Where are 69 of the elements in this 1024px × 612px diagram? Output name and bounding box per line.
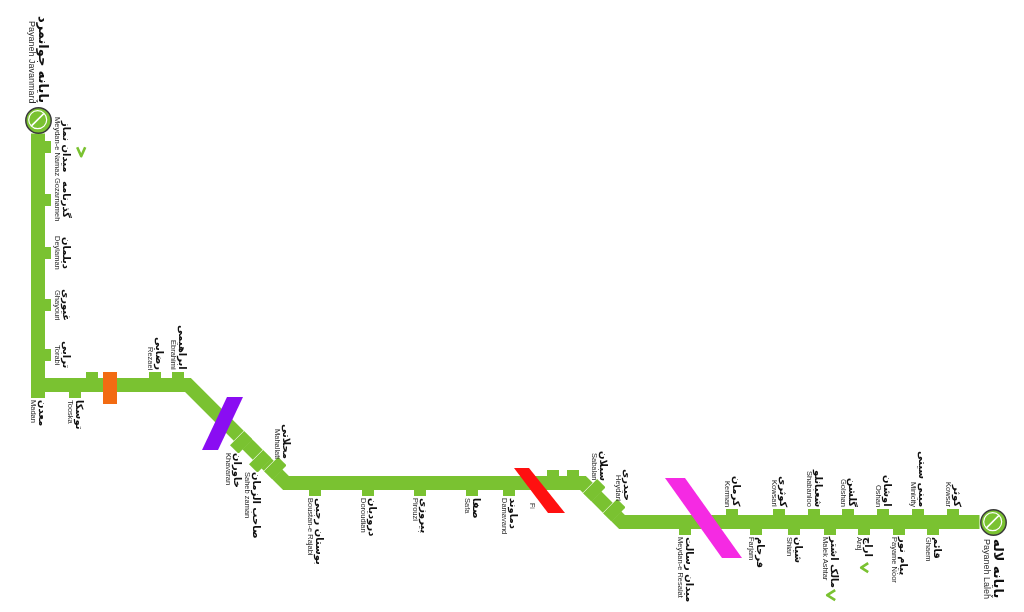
station-name: بوستان رجبی <box>313 498 325 565</box>
station-name: محلاتی <box>280 423 292 459</box>
station-name: کرمان <box>730 476 742 507</box>
station-name: میدان نماز <box>61 121 73 173</box>
route-line <box>181 378 244 441</box>
route-line <box>691 515 726 529</box>
route-line <box>576 476 593 493</box>
route-line <box>905 515 912 529</box>
station-name: معدن <box>36 400 48 427</box>
route-line <box>242 439 263 460</box>
station-name: گلشن <box>846 477 858 507</box>
station-name: کوثری <box>777 475 789 507</box>
route-line <box>161 378 172 392</box>
station-name: فرجام <box>754 537 766 569</box>
route-line <box>591 491 613 513</box>
station-name: پایانه لاله <box>991 538 1006 598</box>
station-name: صفا <box>470 498 482 519</box>
route-line <box>81 378 86 392</box>
route-line <box>31 133 45 141</box>
route-line <box>272 469 309 490</box>
station-name: مینی سیتی <box>916 450 928 507</box>
station-name: گذرنامه <box>61 181 73 219</box>
station-name: شیان <box>792 537 804 564</box>
route-line <box>31 361 45 378</box>
station-name: اوشان <box>881 475 893 507</box>
station-name: کوثر <box>951 484 963 507</box>
station-name: غیوری <box>61 288 73 322</box>
route-line <box>98 378 149 392</box>
route-line <box>800 515 808 529</box>
route-line <box>611 511 679 529</box>
route-line <box>478 476 503 490</box>
station-name: مالک اشتر <box>828 537 840 588</box>
station-name: رضایی <box>153 336 165 370</box>
route-line <box>31 311 45 349</box>
station-name: پیروزی <box>418 498 430 534</box>
station-name: درودیان <box>366 498 378 537</box>
station-name: صاحب الزمان <box>251 472 263 539</box>
route-line <box>374 476 414 490</box>
route-line <box>939 515 947 529</box>
station-name: ابراهیمی <box>176 325 188 370</box>
route-line <box>321 476 362 490</box>
route-line <box>31 153 45 194</box>
station-name: قائم <box>931 537 943 559</box>
romanized-name: Payaneh Javanmard <box>25 20 36 104</box>
station-name: دیلمان <box>61 237 73 269</box>
station-name: سبلان <box>597 450 609 481</box>
station-name: پیام نور <box>897 537 909 576</box>
station-name: خاوران <box>232 453 244 489</box>
station-name: حیدری <box>621 468 633 501</box>
route-line <box>836 515 842 529</box>
station-name: میدان رسالت <box>683 537 695 603</box>
route-line <box>515 476 547 490</box>
route-line <box>45 378 69 392</box>
station-name: شعبانلو <box>812 469 824 507</box>
station-tick <box>547 470 559 490</box>
station-name: دماوند <box>507 498 519 529</box>
romanized-name: Payaneh Laleh <box>980 538 991 599</box>
station-name: اراج <box>862 537 874 557</box>
station-name: ترابی <box>61 341 73 369</box>
route-line <box>959 515 980 529</box>
station-name: پایانه جوانمرد <box>36 16 51 104</box>
route-line <box>31 259 45 299</box>
route-line <box>738 515 750 529</box>
route-line <box>426 476 466 490</box>
route-line <box>870 515 877 529</box>
route-line <box>31 206 45 247</box>
station-name: توسکا <box>73 400 85 430</box>
route-line <box>559 476 567 490</box>
route-line <box>762 515 773 529</box>
